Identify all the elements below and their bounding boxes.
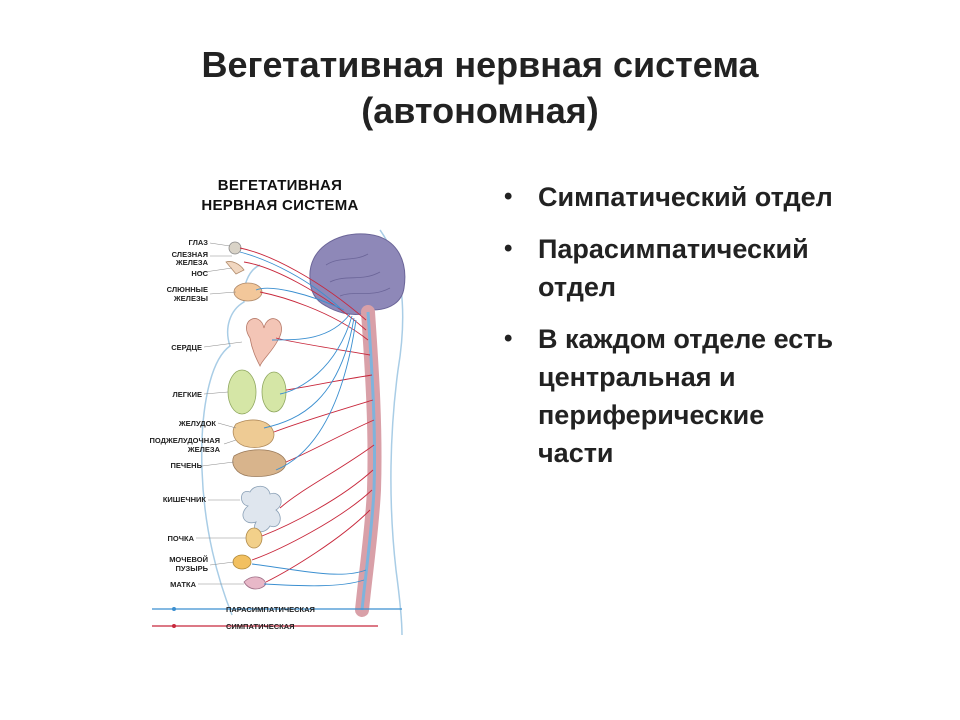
bullet-marker: • bbox=[504, 183, 513, 210]
liver bbox=[232, 449, 287, 477]
organ-label-uterus: МАТКА bbox=[170, 580, 196, 589]
salivary-glands bbox=[233, 282, 263, 302]
eye bbox=[228, 241, 242, 255]
bullet-text: части bbox=[538, 438, 614, 468]
diagram-title: ВЕГЕТАТИВНАЯ НЕРВНАЯ СИСТЕМА bbox=[140, 176, 420, 216]
spinal-column bbox=[355, 305, 382, 617]
bullet-item: • В каждом отделе есть центральная и пер… bbox=[500, 320, 900, 472]
uterus bbox=[243, 576, 267, 590]
kidney bbox=[245, 527, 263, 549]
organ-label-heart: СЕРДЦЕ bbox=[171, 343, 202, 352]
bullet-list: • Симпатический отдел • Парасимпатически… bbox=[500, 178, 900, 486]
organ-label-pancreas-gland: ЖЕЛЕЗА bbox=[187, 445, 221, 454]
organ-label-lacrimal-gland: ЖЕЛЕЗА bbox=[175, 258, 209, 267]
organ-label-pancreas: ПОДЖЕЛУДОЧНАЯ bbox=[150, 436, 220, 445]
heart bbox=[246, 318, 282, 368]
brain bbox=[309, 233, 406, 315]
diagram-title-line-2: НЕРВНАЯ СИСТЕМА bbox=[201, 197, 359, 214]
bullet-text: центральная и bbox=[538, 362, 736, 392]
slide-title-line-2: (автономная) bbox=[361, 90, 599, 131]
organ-label-kidney: ПОЧКА bbox=[168, 534, 195, 543]
nose bbox=[225, 261, 245, 275]
organ-label-lungs: ЛЕГКИЕ bbox=[173, 390, 203, 399]
bullet-item: • Симпатический отдел bbox=[500, 178, 900, 216]
legend-parasympathetic: ПАРАСИМПАТИЧЕСКАЯ bbox=[226, 605, 315, 614]
diagram-title-line-1: ВЕГЕТАТИВНАЯ bbox=[217, 177, 343, 194]
organ-label-bladder: МОЧЕВОЙ bbox=[169, 555, 208, 564]
slide-title: Вегетативная нервная система (автономная… bbox=[60, 42, 900, 134]
bullet-marker: • bbox=[504, 325, 513, 352]
bullet-text: В каждом отделе есть bbox=[538, 324, 834, 354]
stomach bbox=[232, 419, 275, 448]
bullet-item: • Парасимпатический отдел bbox=[500, 230, 900, 306]
slide-title-line-1: Вегетативная нервная система bbox=[201, 44, 759, 85]
right-lung bbox=[261, 371, 287, 413]
organ-label-salivary-glands: ЖЕЛЕЗЫ bbox=[173, 294, 208, 303]
organ-label-stomach: ЖЕЛУДОК bbox=[178, 419, 217, 428]
organ-label-intestine: КИШЕЧНИК bbox=[163, 495, 207, 504]
bullet-text: Парасимпатический bbox=[538, 234, 809, 264]
organ-label-eye: ГЛАЗ bbox=[189, 238, 209, 247]
left-lung bbox=[227, 369, 257, 415]
bullet-text: отдел bbox=[538, 272, 616, 302]
organ-label-lacrimal: СЛЕЗНАЯ bbox=[172, 250, 208, 259]
bullet-text: Симпатический отдел bbox=[538, 182, 833, 212]
bladder bbox=[232, 554, 252, 570]
bullet-text: периферические bbox=[538, 400, 765, 430]
sympathetic-nerves bbox=[239, 247, 375, 583]
legend-sympathetic: СИМПАТИЧЕСКАЯ bbox=[226, 622, 295, 631]
intestine bbox=[241, 485, 282, 533]
diagram-illustration: ГЛАЗ СЛЕЗНАЯ ЖЕЛЕЗА НОС СЛЮННЫЕ ЖЕЛЕЗЫ С… bbox=[150, 229, 406, 636]
nervous-system-diagram: ГЛАЗ СЛЕЗНАЯ ЖЕЛЕЗА НОС СЛЮННЫЕ ЖЕЛЕЗЫ С… bbox=[140, 170, 420, 640]
bullet-marker: • bbox=[504, 235, 513, 262]
legend: ПАРАСИМПАТИЧЕСКАЯ СИМПАТИЧЕСКАЯ bbox=[152, 605, 402, 631]
organ-label-liver: ПЕЧЕНЬ bbox=[171, 461, 203, 470]
organ-label-salivary: СЛЮННЫЕ bbox=[167, 285, 208, 294]
parasympathetic-nerves bbox=[239, 251, 367, 587]
organ-label-bladder-2: ПУЗЫРЬ bbox=[176, 564, 209, 573]
organ-label-nose: НОС bbox=[191, 269, 208, 278]
